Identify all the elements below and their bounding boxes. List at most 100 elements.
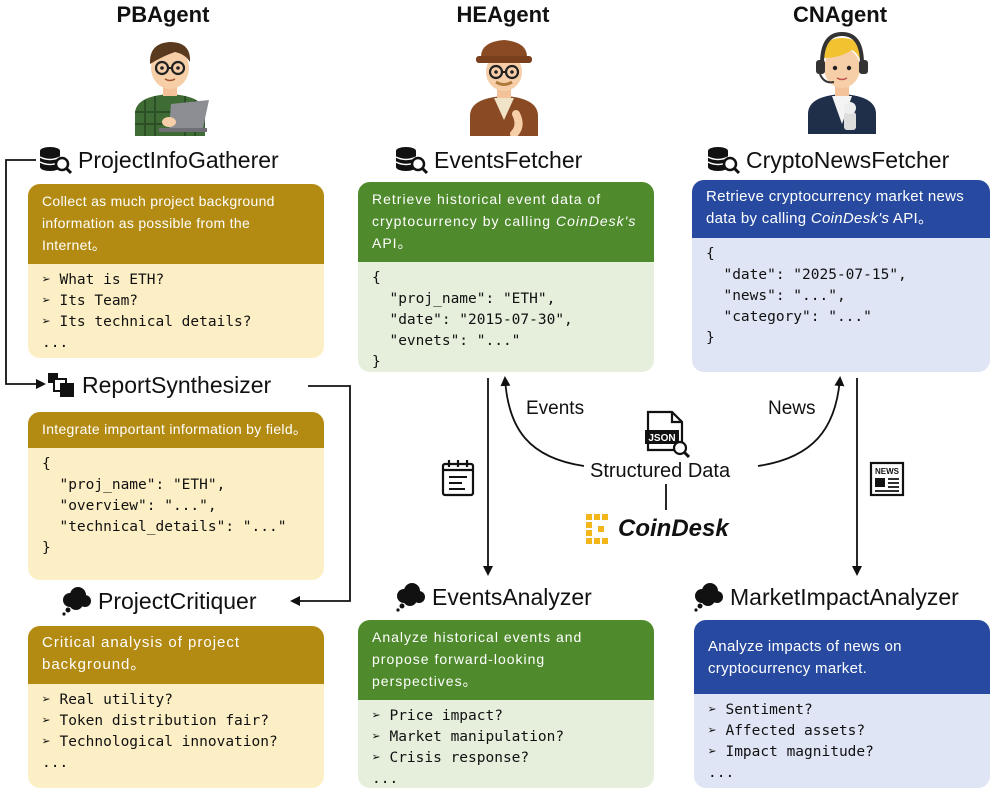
json-file-search-icon: JSON — [645, 410, 690, 458]
json-icon-text: JSON — [648, 433, 675, 444]
cnagent-avatar — [808, 31, 876, 134]
card-question-list: ➢ Real utility? ➢ Token distribution fair… — [28, 684, 324, 780]
project-info-gatherer-card: Collect as much project background infor… — [28, 184, 324, 358]
list-item: ➢ Market manipulation? — [372, 729, 565, 745]
events-flow-label: Events — [526, 398, 585, 419]
coindesk-logo: CoinDesk — [584, 512, 729, 546]
news-flow-label: News — [768, 398, 816, 419]
json-line: "date": "2025-07-15", — [706, 267, 907, 283]
tool-project-critiquer: ProjectCritiquer — [60, 586, 257, 616]
list-item: ... — [42, 755, 69, 771]
json-line: } — [42, 540, 51, 556]
json-line: "overview": "...", — [42, 498, 217, 514]
list-item: ➢ Real utility? — [42, 692, 173, 708]
newspaper-icon: NEWS — [869, 461, 905, 497]
json-line: "evnets": "..." — [372, 333, 521, 349]
list-item: ➢ Price impact? — [372, 708, 503, 724]
tool-crypto-news-fetcher: CryptoNewsFetcher — [706, 145, 949, 175]
card-description: Analyze historical events and propose fo… — [358, 620, 654, 700]
card-question-list: ➢ Sentiment? ➢ Affected assets? ➢ Impact m… — [694, 694, 990, 788]
desc-coindesk: CoinDesk's — [810, 210, 890, 227]
json-line: { — [706, 246, 715, 262]
list-item: ➢ Crisis response? — [372, 750, 530, 766]
agent-title-cnagent: CNAgent — [792, 2, 888, 27]
crypto-news-fetcher-card: Retrieve cryptocurrency market news data… — [692, 180, 990, 372]
tool-report-synthesizer: ReportSynthesizer — [46, 371, 271, 399]
arrow-structured-to-news — [757, 376, 845, 467]
coindesk-wordmark: CoinDesk — [618, 515, 729, 542]
tool-name: EventsAnalyzer — [432, 583, 592, 610]
report-synthesizer-card: Integrate important information by field… — [28, 412, 324, 580]
calendar-notes-icon — [441, 460, 475, 497]
list-item: ... — [372, 771, 399, 787]
list-item: ... — [42, 335, 69, 351]
list-item: ➢ Affected assets? — [708, 723, 866, 739]
coindesk-mark-icon — [586, 514, 608, 544]
desc-text-end: API。 — [372, 235, 413, 251]
json-line: { — [42, 456, 51, 472]
desc-text-end: API。 — [889, 210, 934, 227]
tool-name: ProjectCritiquer — [98, 587, 257, 614]
tool-name: ReportSynthesizer — [82, 371, 272, 398]
list-item: ➢ What is ETH? — [42, 272, 165, 288]
synthesizer-blocks-icon — [48, 373, 74, 397]
events-fetcher-card: Retrieve historical event data of crypto… — [358, 182, 654, 372]
database-search-icon — [395, 147, 428, 175]
tool-name: EventsFetcher — [434, 146, 583, 173]
card-question-list: ➢ Price impact? ➢ Market manipulation? ➢ C… — [358, 700, 654, 788]
arrow-synthesizer-to-critiquer — [290, 385, 351, 606]
card-json-sample: { "date": "2025-07-15", "news": "...", "… — [692, 238, 990, 355]
list-item: ... — [708, 765, 735, 781]
card-description: Integrate important information by field… — [28, 412, 324, 448]
heagent-avatar — [470, 40, 538, 136]
thought-cloud-icon — [62, 587, 91, 616]
pbagent-avatar — [135, 42, 209, 136]
card-description: Retrieve historical event data of crypto… — [358, 182, 654, 262]
tool-market-impact-analyzer: MarketImpactAnalyzer — [692, 582, 959, 612]
tool-events-fetcher: EventsFetcher — [394, 145, 582, 175]
project-critiquer-card: Critical analysis of project background。… — [28, 626, 324, 788]
tool-name: CryptoNewsFetcher — [746, 146, 950, 173]
json-line: { — [372, 270, 381, 286]
json-line: "proj_name": "ETH", — [372, 291, 556, 307]
database-search-icon — [707, 147, 740, 175]
card-description: Analyze impacts of news on cryptocurrenc… — [694, 620, 990, 694]
card-description: Critical analysis of project background。 — [28, 626, 324, 684]
list-item: ➢ Its technical details? — [42, 314, 252, 330]
thought-cloud-icon — [694, 583, 723, 612]
json-line: "date": "2015-07-30", — [372, 312, 573, 328]
desc-text: Retrieve historical event data of crypto… — [372, 191, 602, 229]
card-description: Retrieve cryptocurrency market news data… — [692, 180, 990, 238]
arrow-gatherer-to-synthesizer — [5, 159, 46, 389]
desc-text: Retrieve cryptocurrency market news data… — [706, 188, 965, 227]
news-icon-text: NEWS — [875, 467, 900, 476]
tool-events-analyzer: EventsAnalyzer — [394, 582, 592, 612]
thought-cloud-icon — [396, 583, 425, 612]
json-line: } — [372, 354, 381, 370]
tool-project-info-gatherer: ProjectInfoGatherer — [38, 145, 279, 175]
agent-title-pbagent: PBAgent — [116, 2, 210, 27]
json-line: "news": "...", — [706, 288, 846, 304]
card-json-sample: { "proj_name": "ETH", "overview": "...",… — [28, 448, 324, 565]
json-line: "category": "..." — [706, 309, 872, 325]
structured-data-label: Structured Data — [590, 460, 731, 482]
json-line: "technical_details": "..." — [42, 519, 287, 535]
card-question-list: ➢ What is ETH? ➢ Its Team? ➢ Its technical… — [28, 264, 324, 358]
desc-coindesk: CoinDesk's — [555, 213, 637, 229]
list-item: ➢ Sentiment? — [708, 702, 813, 718]
list-item: ➢ Its Team? — [42, 293, 139, 309]
tool-name: ProjectInfoGatherer — [78, 146, 279, 173]
json-line: "proj_name": "ETH", — [42, 477, 226, 493]
list-item: ➢ Technological innovation? — [42, 734, 278, 750]
database-search-icon — [39, 147, 72, 175]
arrow-structured-to-events — [500, 376, 585, 467]
card-description: Collect as much project background infor… — [28, 184, 324, 264]
tool-name: MarketImpactAnalyzer — [730, 583, 959, 610]
list-item: ➢ Impact magnitude? — [708, 744, 874, 760]
market-impact-analyzer-card: Analyze impacts of news on cryptocurrenc… — [694, 620, 990, 788]
list-item: ➢ Token distribution fair? — [42, 713, 269, 729]
json-line: } — [706, 330, 715, 346]
card-json-sample: { "proj_name": "ETH", "date": "2015-07-3… — [358, 262, 654, 372]
agent-title-heagent: HEAgent — [456, 2, 550, 27]
